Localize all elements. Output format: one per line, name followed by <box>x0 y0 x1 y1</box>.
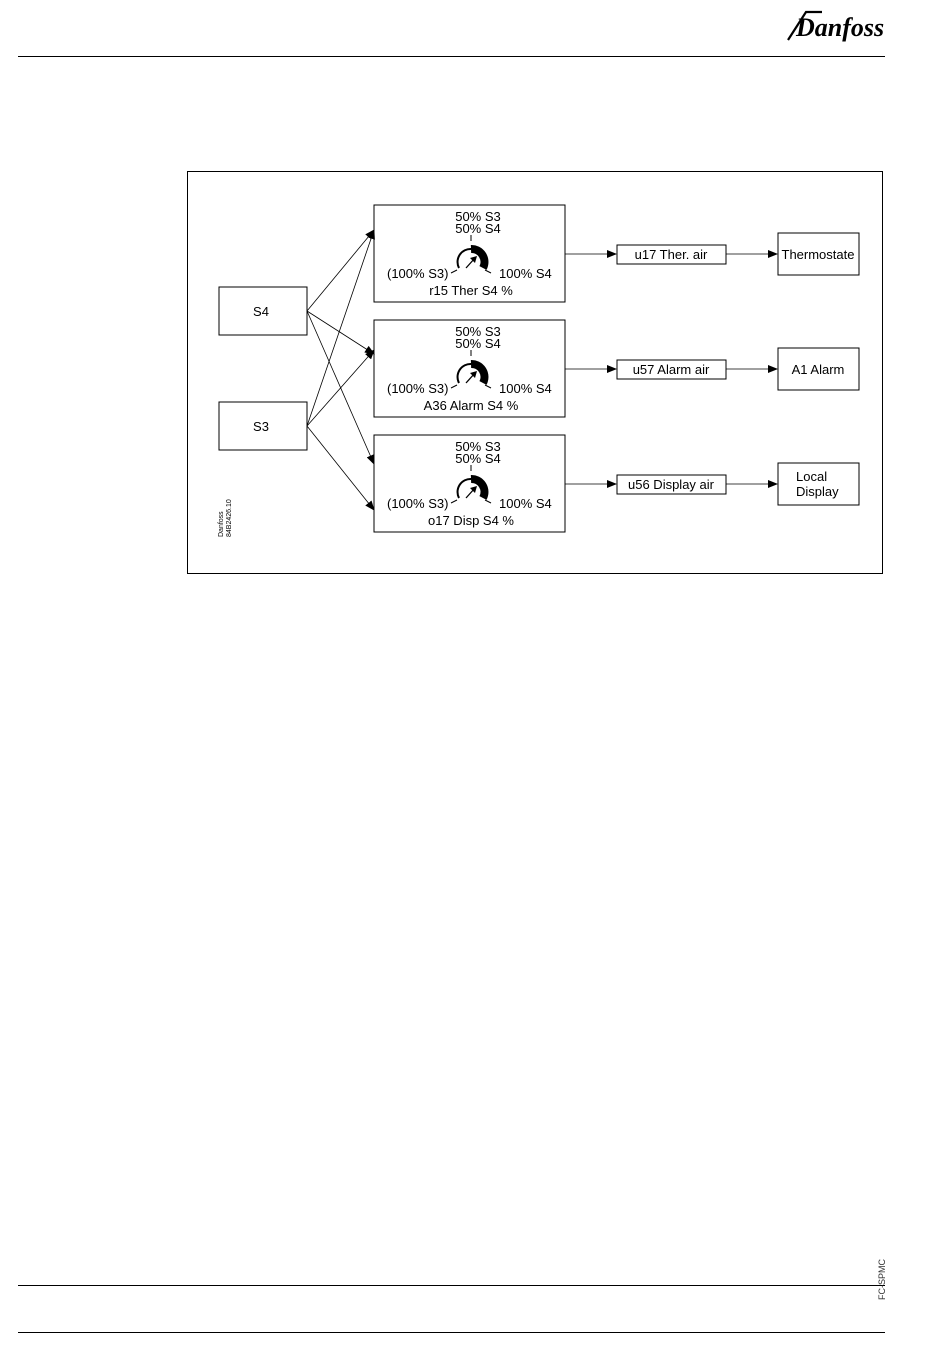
mix-left-label: (100% S3) <box>387 266 448 281</box>
footer-rule-bottom <box>18 1332 885 1333</box>
header-rule <box>18 56 885 57</box>
mix-top-label: 50% S4 <box>455 451 501 466</box>
target-label: A1 Alarm <box>792 362 845 377</box>
mix-param-label: r15 Ther S4 % <box>429 283 513 298</box>
mix-top-label: 50% S4 <box>455 221 501 236</box>
document-code: FC-SPMC <box>877 1259 887 1300</box>
input-s3: S3 <box>219 402 307 450</box>
footer-rule-top <box>18 1285 885 1286</box>
target-box: Thermostate <box>778 233 859 275</box>
output-label: u17 Ther. air <box>635 247 708 262</box>
mix-right-label: 100% S4 <box>499 266 552 281</box>
drawing-ref-company: Danfoss <box>218 511 225 537</box>
input-connectors <box>307 230 374 510</box>
mix-right-label: 100% S4 <box>499 381 552 396</box>
target-label: Display <box>796 484 839 499</box>
output-box: u56 Display air <box>617 475 726 494</box>
mix-top-label: 50% S4 <box>455 336 501 351</box>
mix-left-label: (100% S3) <box>387 496 448 511</box>
mix-param-label: A36 Alarm S4 % <box>424 398 519 413</box>
target-label: Thermostate <box>782 247 855 262</box>
mix-left-label: (100% S3) <box>387 381 448 396</box>
output-box: u57 Alarm air <box>617 360 726 379</box>
output-label: u57 Alarm air <box>633 362 710 377</box>
input-label: S3 <box>253 419 269 434</box>
target-label: Local <box>796 469 827 484</box>
input-label: S4 <box>253 304 269 319</box>
dial-knob-icon <box>451 235 491 273</box>
mix-right-label: 100% S4 <box>499 496 552 511</box>
drawing-ref-number: 84B2426.10 <box>226 499 233 537</box>
dial-knob-icon <box>451 465 491 503</box>
output-box: u17 Ther. air <box>617 245 726 264</box>
logo-wordmark: Danfoss <box>795 13 884 42</box>
target-box: A1 Alarm <box>778 348 859 390</box>
danfoss-logo: Danfoss <box>782 6 888 46</box>
dial-knob-icon <box>451 350 491 388</box>
input-s4: S4 <box>219 287 307 335</box>
output-label: u56 Display air <box>628 477 715 492</box>
mix-param-label: o17 Disp S4 % <box>428 513 514 528</box>
